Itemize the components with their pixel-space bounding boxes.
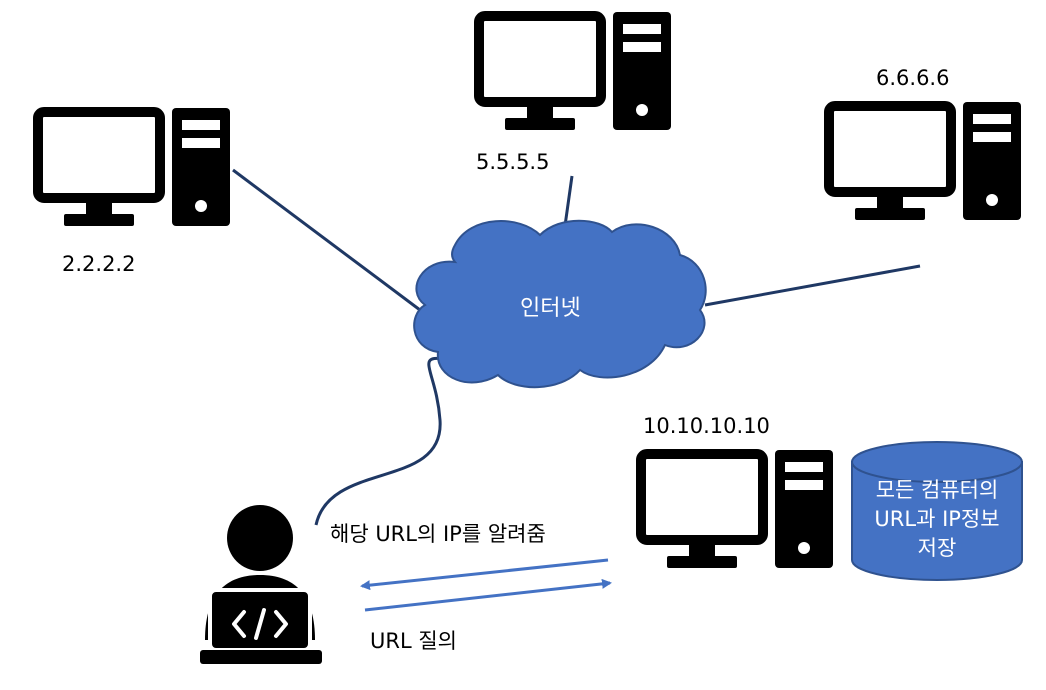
link-right-to-internet	[704, 264, 921, 307]
internet-label: 인터넷	[520, 296, 581, 321]
database-label-line-1: 모든 컴퓨터의	[875, 478, 999, 502]
computer-right	[829, 102, 1021, 220]
developer-laptop-icon	[200, 505, 322, 664]
computer-dns	[641, 450, 833, 568]
database-label-line-2: URL과 IP정보	[874, 507, 1000, 531]
computer-left	[38, 108, 230, 226]
ip-label-right: 6.6.6.6	[876, 66, 950, 90]
desktop-computer-icon	[479, 12, 671, 130]
response-label: 해당 URL의 IP를 알려줌	[330, 522, 546, 546]
desktop-computer-icon	[829, 102, 1021, 220]
database-label: 모든 컴퓨터의 URL과 IP정보 저장	[852, 476, 1022, 563]
response-arrow	[360, 558, 609, 591]
desktop-computer-icon	[38, 108, 230, 226]
desktop-computer-icon	[641, 450, 833, 568]
computer-top	[479, 12, 671, 130]
ip-label-top: 5.5.5.5	[476, 150, 550, 174]
link-left-to-internet	[232, 168, 421, 312]
internet-cloud	[413, 219, 707, 389]
query-label: URL 질의	[370, 629, 457, 653]
ip-label-left: 2.2.2.2	[62, 252, 136, 276]
ip-label-dns: 10.10.10.10	[643, 414, 770, 438]
query-arrow	[364, 578, 612, 612]
database-label-line-3: 저장	[917, 536, 957, 560]
link-user-to-internet	[314, 356, 526, 526]
database-cylinder-icon	[851, 441, 1023, 581]
